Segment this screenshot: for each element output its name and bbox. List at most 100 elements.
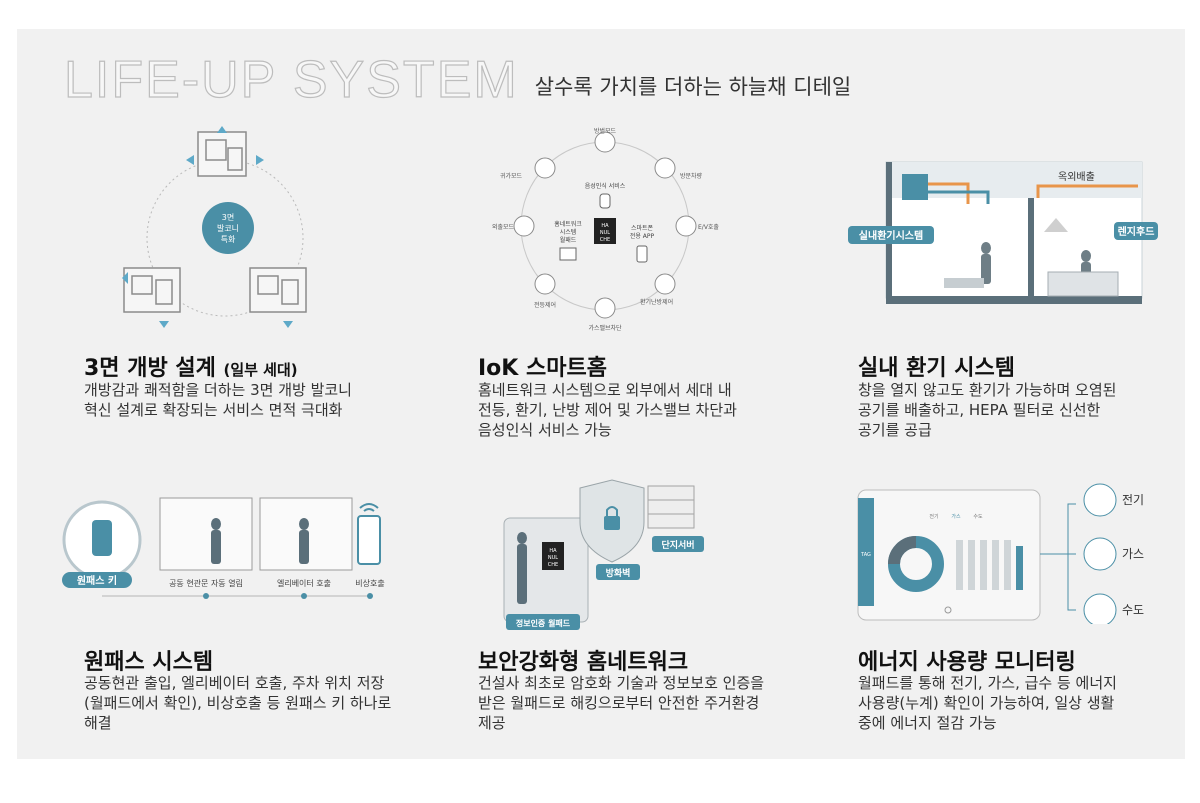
feature-desc-smarthome: 홈네트워크 시스템으로 외부에서 세대 내 전등, 환기, 난방 제어 및 가스… — [478, 381, 737, 439]
person-icon — [211, 518, 221, 530]
floorplan-left — [123, 267, 181, 313]
onepass-illustration: 원패스 키 공동 현관문 자동 열림 엘리베이터 호출 비상호출 — [60, 494, 400, 614]
svg-text:전등제어: 전등제어 — [534, 301, 556, 309]
svg-text:엘리베이터 호출: 엘리베이터 호출 — [277, 578, 331, 588]
svg-text:실내환기시스템: 실내환기시스템 — [859, 229, 923, 242]
ventilator-unit-icon — [902, 174, 928, 200]
svg-text:공동 현관문 자동 열림: 공동 현관문 자동 열림 — [169, 578, 243, 588]
emergency-call-device — [357, 515, 381, 565]
arrow-icon — [283, 321, 293, 328]
visitor-car-icon — [654, 157, 676, 179]
svg-text:외출모드: 외출모드 — [492, 223, 515, 231]
system-label-box — [848, 226, 934, 244]
person-icon — [299, 518, 309, 530]
svg-text:NUL: NUL — [548, 555, 558, 561]
svg-text:NUL: NUL — [600, 230, 610, 236]
arrow-icon — [256, 155, 264, 165]
svg-text:E/V호출: E/V호출 — [698, 223, 719, 231]
water-icon — [1083, 593, 1117, 627]
svg-text:귀가모드: 귀가모드 — [500, 172, 523, 180]
svg-text:환기난방제어: 환기난방제어 — [640, 298, 673, 306]
svg-text:단지서버: 단지서버 — [661, 539, 694, 551]
svg-text:가스밸브차단: 가스밸브차단 — [588, 324, 622, 332]
header: LIFE-UP SYSTEM 살수록 가치를 더하는 하늘채 디테일 — [63, 51, 852, 109]
feature-desc-ventilation: 창을 열지 않고도 환기가 가능하며 오염된 공기를 배출하고, HEPA 필터… — [858, 381, 1117, 439]
person-icon — [1081, 250, 1091, 262]
center-label-3: 특화 — [221, 235, 236, 244]
svg-text:HA: HA — [601, 223, 609, 229]
range-hood-icon — [1044, 218, 1068, 232]
svg-text:렌지후드: 렌지후드 — [1118, 225, 1155, 238]
feature-title-energy: 에너지 사용량 모니터링 — [858, 650, 1076, 675]
gas-valve-icon — [594, 297, 616, 319]
server-icon — [647, 485, 695, 529]
svg-text:전기: 전기 — [1122, 493, 1144, 507]
wallpad-monitor — [857, 489, 1041, 621]
arrow-icon — [122, 272, 128, 284]
svg-text:HA: HA — [549, 548, 557, 554]
person-icon — [517, 532, 527, 544]
smartphone-icon — [636, 245, 648, 263]
svg-text:방문차량: 방문차량 — [680, 172, 703, 180]
feature-desc-onepass: 공동현관 출입, 엘리베이터 호출, 주차 위치 저장 (월패드에서 확인), … — [84, 674, 392, 732]
floorplan-right — [249, 267, 307, 313]
gas-icon — [1083, 537, 1117, 571]
page-title: LIFE-UP SYSTEM — [63, 51, 519, 109]
bed-icon — [944, 278, 984, 288]
svg-text:방화벽: 방화벽 — [606, 567, 631, 579]
svg-text:가스: 가스 — [1122, 547, 1144, 561]
energy-illustration: TAG 전기 가스 수도 전기 가스 수도 — [856, 474, 1166, 627]
lock-icon — [604, 516, 620, 530]
svg-text:스마트폰: 스마트폰 — [631, 224, 654, 232]
wifi-icon — [359, 503, 379, 512]
svg-text:시스템: 시스템 — [560, 229, 577, 236]
feature-title-security: 보안강화형 홈네트워크 — [478, 650, 689, 675]
balcony-illustration: 3면 발코니 특화 — [110, 118, 310, 338]
page-subtitle: 살수록 가치를 더하는 하늘채 디테일 — [534, 75, 852, 99]
away-mode-icon — [513, 215, 535, 237]
feature-desc-energy: 월패드를 통해 전기, 가스, 급수 등 에너지 사용량(누계) 확인이 가능하… — [858, 674, 1117, 732]
wallpad-logo — [542, 542, 564, 570]
svg-text:정보인증 월패드: 정보인증 월패드 — [516, 618, 571, 628]
arrow-icon — [186, 155, 194, 165]
feature-title-ventilation: 실내 환기 시스템 — [858, 356, 1015, 381]
security-mode-icon — [594, 131, 616, 153]
electricity-icon — [1083, 483, 1117, 517]
svg-text:방범모드: 방범모드 — [594, 127, 617, 135]
svg-text:비상호출: 비상호출 — [355, 578, 384, 588]
arrow-icon — [217, 126, 227, 133]
svg-text:홈네트워크: 홈네트워크 — [554, 220, 582, 228]
center-label-1: 3면 — [222, 212, 234, 222]
feature-desc-balcony: 개방감과 쾌적함을 더하는 3면 개방 발코니 혁신 설계로 확장되는 서비스 … — [84, 381, 352, 419]
onepass-key-icon — [92, 520, 112, 556]
elevator-call-icon — [675, 215, 697, 237]
svg-text:수도: 수도 — [1122, 603, 1144, 617]
arrow-icon — [159, 321, 169, 328]
smarthome-illustration: 방범모드 방문차량 E/V호출 환기난방제어 가스밸브차단 전등제어 외출모드 … — [490, 122, 720, 336]
svg-text:CHE: CHE — [600, 237, 610, 243]
svg-text:원패스 키: 원패스 키 — [77, 574, 117, 587]
mic-icon — [599, 193, 611, 209]
ventilation-illustration: 옥외배출 실내환기시스템 렌지후드 — [848, 160, 1158, 306]
wallpad-icon — [559, 247, 577, 261]
svg-text:음성인식 서비스: 음성인식 서비스 — [585, 182, 626, 190]
feature-title-onepass: 원패스 시스템 — [84, 650, 214, 675]
center-logo — [594, 218, 616, 244]
feature-desc-security: 건설사 최초로 암호화 기술과 정보보호 인증을 받은 월패드로 해킹으로부터 … — [478, 674, 765, 732]
svg-text:전용 APP: 전용 APP — [630, 232, 655, 240]
svg-text:전기: 전기 — [929, 513, 938, 520]
center-label-2: 발코니 — [217, 223, 239, 233]
feature-title-balcony: 3면 개방 설계 (일부 세대) — [84, 356, 298, 381]
kitchen-counter — [1047, 271, 1119, 297]
light-icon — [534, 273, 556, 295]
floorplan-top — [197, 131, 247, 177]
home-mode-icon — [534, 157, 556, 179]
security-illustration: HA NUL CHE 단지서버 방화벽 정보인증 월패드 — [500, 478, 720, 636]
hood-label-box — [1114, 222, 1158, 240]
feature-title-smarthome: IoK 스마트홈 — [478, 356, 607, 381]
svg-text:CHE: CHE — [548, 562, 558, 568]
svg-text:월패드: 월패드 — [560, 236, 577, 244]
person-icon — [981, 242, 991, 254]
svg-text:수도: 수도 — [973, 514, 983, 520]
svg-text:가스: 가스 — [951, 513, 961, 520]
